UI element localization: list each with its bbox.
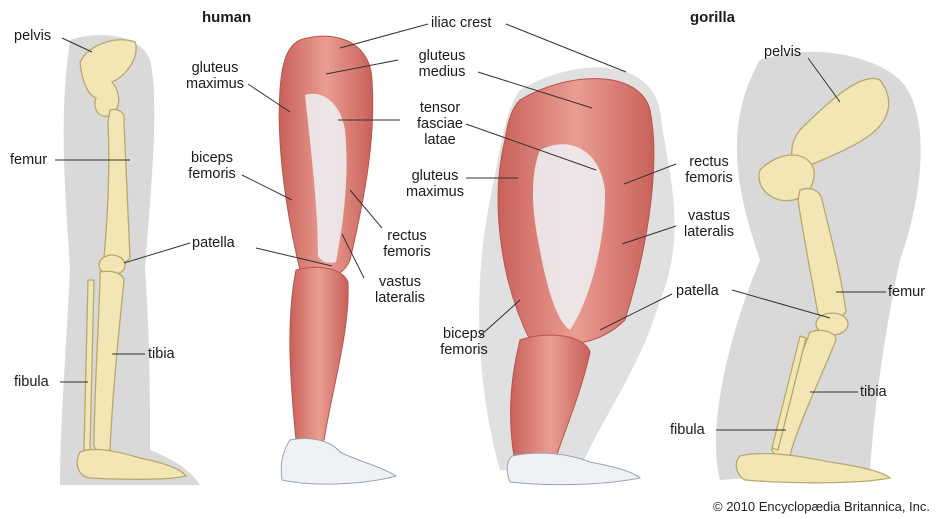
label-human-vastus-lateralis: vastus lateralis: [364, 274, 436, 306]
label-line: gluteus: [178, 60, 252, 76]
label-gorilla-gluteus-maximus: gluteus maximus: [398, 168, 472, 200]
label-human-biceps-femoris: biceps femoris: [176, 150, 248, 182]
label-gorilla-patella: patella: [676, 283, 719, 299]
label-human-gluteus-maximus: gluteus maximus: [178, 60, 252, 92]
label-gorilla-fibula: fibula: [670, 422, 705, 438]
label-gorilla-pelvis: pelvis: [764, 44, 801, 60]
label-human-femur: femur: [10, 152, 47, 168]
label-human-gluteus-medius: gluteus medius: [402, 48, 482, 80]
leader-iliac-crest-human: [340, 24, 428, 48]
label-gorilla-rectus-femoris: rectus femoris: [674, 154, 744, 186]
human-leg-muscles: [279, 36, 396, 484]
human-lower-leg-muscle: [290, 267, 348, 444]
label-line: vastus: [364, 274, 436, 290]
label-human-rectus-femoris: rectus femoris: [372, 228, 442, 260]
label-gorilla-tibia: tibia: [860, 384, 887, 400]
label-line: biceps: [176, 150, 248, 166]
label-line: femoris: [176, 166, 248, 182]
label-line: gluteus: [402, 48, 482, 64]
label-line: femoris: [674, 170, 744, 186]
label-tensor-fasciae-latae: tensor fasciae latae: [402, 100, 478, 148]
label-line: latae: [402, 132, 478, 148]
gorilla-title: gorilla: [690, 10, 735, 26]
copyright-credit: © 2010 Encyclopædia Britannica, Inc.: [713, 499, 930, 515]
label-line: vastus: [676, 208, 742, 224]
label-line: maximus: [178, 76, 252, 92]
label-line: lateralis: [676, 224, 742, 240]
label-human-fibula: fibula: [14, 374, 49, 390]
label-line: rectus: [372, 228, 442, 244]
label-line: tensor: [402, 100, 478, 116]
human-foot-tendons: [281, 439, 396, 485]
gorilla-foot: [507, 453, 640, 485]
label-line: femoris: [428, 342, 500, 358]
label-line: gluteus: [398, 168, 472, 184]
label-human-pelvis: pelvis: [14, 28, 51, 44]
leader-iliac-crest-gorilla: [506, 24, 626, 72]
label-human-tibia: tibia: [148, 346, 175, 362]
label-gorilla-femur: femur: [888, 284, 925, 300]
label-line: maximus: [398, 184, 472, 200]
label-line: biceps: [428, 326, 500, 342]
label-line: rectus: [674, 154, 744, 170]
label-line: lateralis: [364, 290, 436, 306]
human-title: human: [202, 10, 251, 26]
label-line: femoris: [372, 244, 442, 260]
label-gorilla-biceps-femoris: biceps femoris: [428, 326, 500, 358]
label-human-patella: patella: [192, 235, 235, 251]
human-skeleton-silhouette: [60, 35, 200, 485]
label-line: fasciae: [402, 116, 478, 132]
label-gorilla-vastus-lateralis: vastus lateralis: [676, 208, 742, 240]
label-line: medius: [402, 64, 482, 80]
label-iliac-crest: iliac crest: [431, 15, 491, 31]
